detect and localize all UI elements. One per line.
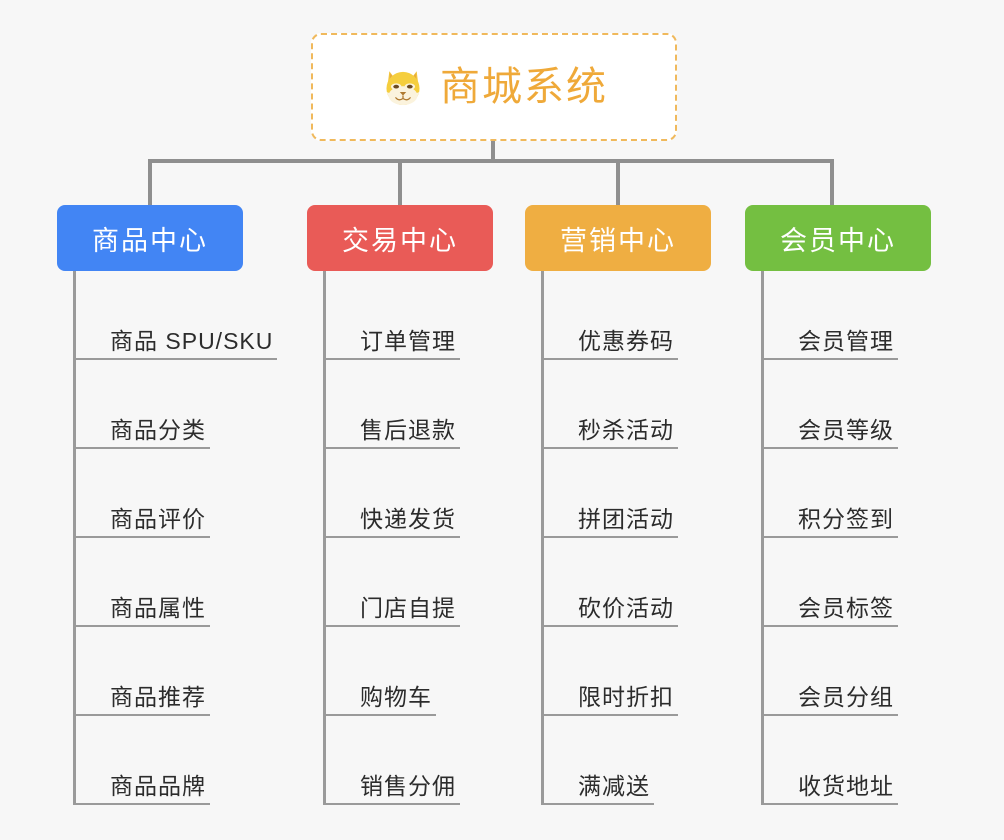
list-item[interactable]: 售后退款	[326, 360, 493, 449]
connector-drop-2	[398, 159, 402, 207]
category-header-3[interactable]: 营销中心	[525, 205, 711, 271]
leaf-label: 会员标签	[794, 596, 898, 627]
list-item[interactable]: 购物车	[326, 627, 493, 716]
list-item[interactable]: 商品评价	[76, 449, 243, 538]
shiba-dog-emoji	[386, 71, 420, 105]
leaf-label: 秒杀活动	[574, 418, 678, 449]
category-header-2[interactable]: 交易中心	[307, 205, 493, 271]
list-item[interactable]: 秒杀活动	[544, 360, 711, 449]
leaf-list-2: 订单管理 售后退款 快递发货 门店自提 购物车 销售分佣	[323, 271, 493, 805]
list-item[interactable]: 商品品牌	[76, 716, 243, 805]
leaf-label: 积分签到	[794, 507, 898, 538]
leaf-label: 销售分佣	[356, 774, 460, 805]
leaf-label: 商品 SPU/SKU	[106, 329, 278, 360]
list-item[interactable]: 会员标签	[764, 538, 931, 627]
list-item[interactable]: 快递发货	[326, 449, 493, 538]
list-item[interactable]: 门店自提	[326, 538, 493, 627]
list-item[interactable]: 拼团活动	[544, 449, 711, 538]
list-item[interactable]: 会员分组	[764, 627, 931, 716]
leaf-label: 拼团活动	[574, 507, 678, 538]
leaf-label: 商品推荐	[106, 685, 210, 716]
leaf-label: 售后退款	[356, 418, 460, 449]
leaf-label: 优惠券码	[574, 329, 678, 360]
leaf-label: 订单管理	[356, 329, 460, 360]
list-item[interactable]: 商品分类	[76, 360, 243, 449]
root-node-title: 商城系统	[440, 65, 608, 109]
list-item[interactable]: 销售分佣	[326, 716, 493, 805]
root-node-mall-system[interactable]: 商城系统	[311, 33, 677, 141]
connector-drop-3	[616, 159, 620, 207]
category-column-3: 营销中心 优惠券码 秒杀活动 拼团活动 砍价活动 限时折扣 满减送	[525, 205, 711, 805]
connector-horizontal-bus	[148, 159, 834, 163]
leaf-label: 快递发货	[356, 507, 460, 538]
leaf-label: 购物车	[356, 685, 436, 716]
leaf-label: 会员分组	[794, 685, 898, 716]
leaf-label: 砍价活动	[574, 596, 678, 627]
category-header-3-label: 营销中心	[560, 225, 676, 256]
connector-drop-4	[830, 159, 834, 207]
connector-root-stem	[491, 141, 495, 162]
list-item[interactable]: 商品推荐	[76, 627, 243, 716]
leaf-label: 收货地址	[794, 774, 898, 805]
list-item[interactable]: 商品 SPU/SKU	[76, 271, 278, 360]
leaf-label: 商品品牌	[106, 774, 210, 805]
list-item[interactable]: 会员管理	[764, 271, 931, 360]
leaf-label: 商品分类	[106, 418, 210, 449]
category-header-4-label: 会员中心	[780, 225, 896, 256]
category-column-4: 会员中心 会员管理 会员等级 积分签到 会员标签 会员分组 收货地址	[745, 205, 931, 805]
list-item[interactable]: 订单管理	[326, 271, 493, 360]
list-item[interactable]: 会员等级	[764, 360, 931, 449]
connector-drop-1	[148, 159, 152, 207]
category-column-1: 商品中心 商品 SPU/SKU 商品分类 商品评价 商品属性 商品推荐 商品品牌	[57, 205, 278, 805]
leaf-label: 商品评价	[106, 507, 210, 538]
list-item[interactable]: 满减送	[544, 716, 711, 805]
category-header-2-label: 交易中心	[342, 225, 458, 256]
leaf-label: 商品属性	[106, 596, 210, 627]
leaf-label: 门店自提	[356, 596, 460, 627]
leaf-list-1: 商品 SPU/SKU 商品分类 商品评价 商品属性 商品推荐 商品品牌	[73, 271, 278, 805]
category-header-1-label: 商品中心	[92, 225, 208, 256]
list-item[interactable]: 积分签到	[764, 449, 931, 538]
leaf-list-4: 会员管理 会员等级 积分签到 会员标签 会员分组 收货地址	[761, 271, 931, 805]
list-item[interactable]: 优惠券码	[544, 271, 711, 360]
list-item[interactable]: 收货地址	[764, 716, 931, 805]
list-item[interactable]: 砍价活动	[544, 538, 711, 627]
list-item[interactable]: 商品属性	[76, 538, 243, 627]
leaf-label: 会员管理	[794, 329, 898, 360]
leaf-label: 会员等级	[794, 418, 898, 449]
leaf-label: 满减送	[574, 774, 654, 805]
leaf-list-3: 优惠券码 秒杀活动 拼团活动 砍价活动 限时折扣 满减送	[541, 271, 711, 805]
category-header-4[interactable]: 会员中心	[745, 205, 931, 271]
category-column-2: 交易中心 订单管理 售后退款 快递发货 门店自提 购物车 销售分佣	[307, 205, 493, 805]
leaf-label: 限时折扣	[574, 685, 678, 716]
list-item[interactable]: 限时折扣	[544, 627, 711, 716]
category-header-1[interactable]: 商品中心	[57, 205, 243, 271]
